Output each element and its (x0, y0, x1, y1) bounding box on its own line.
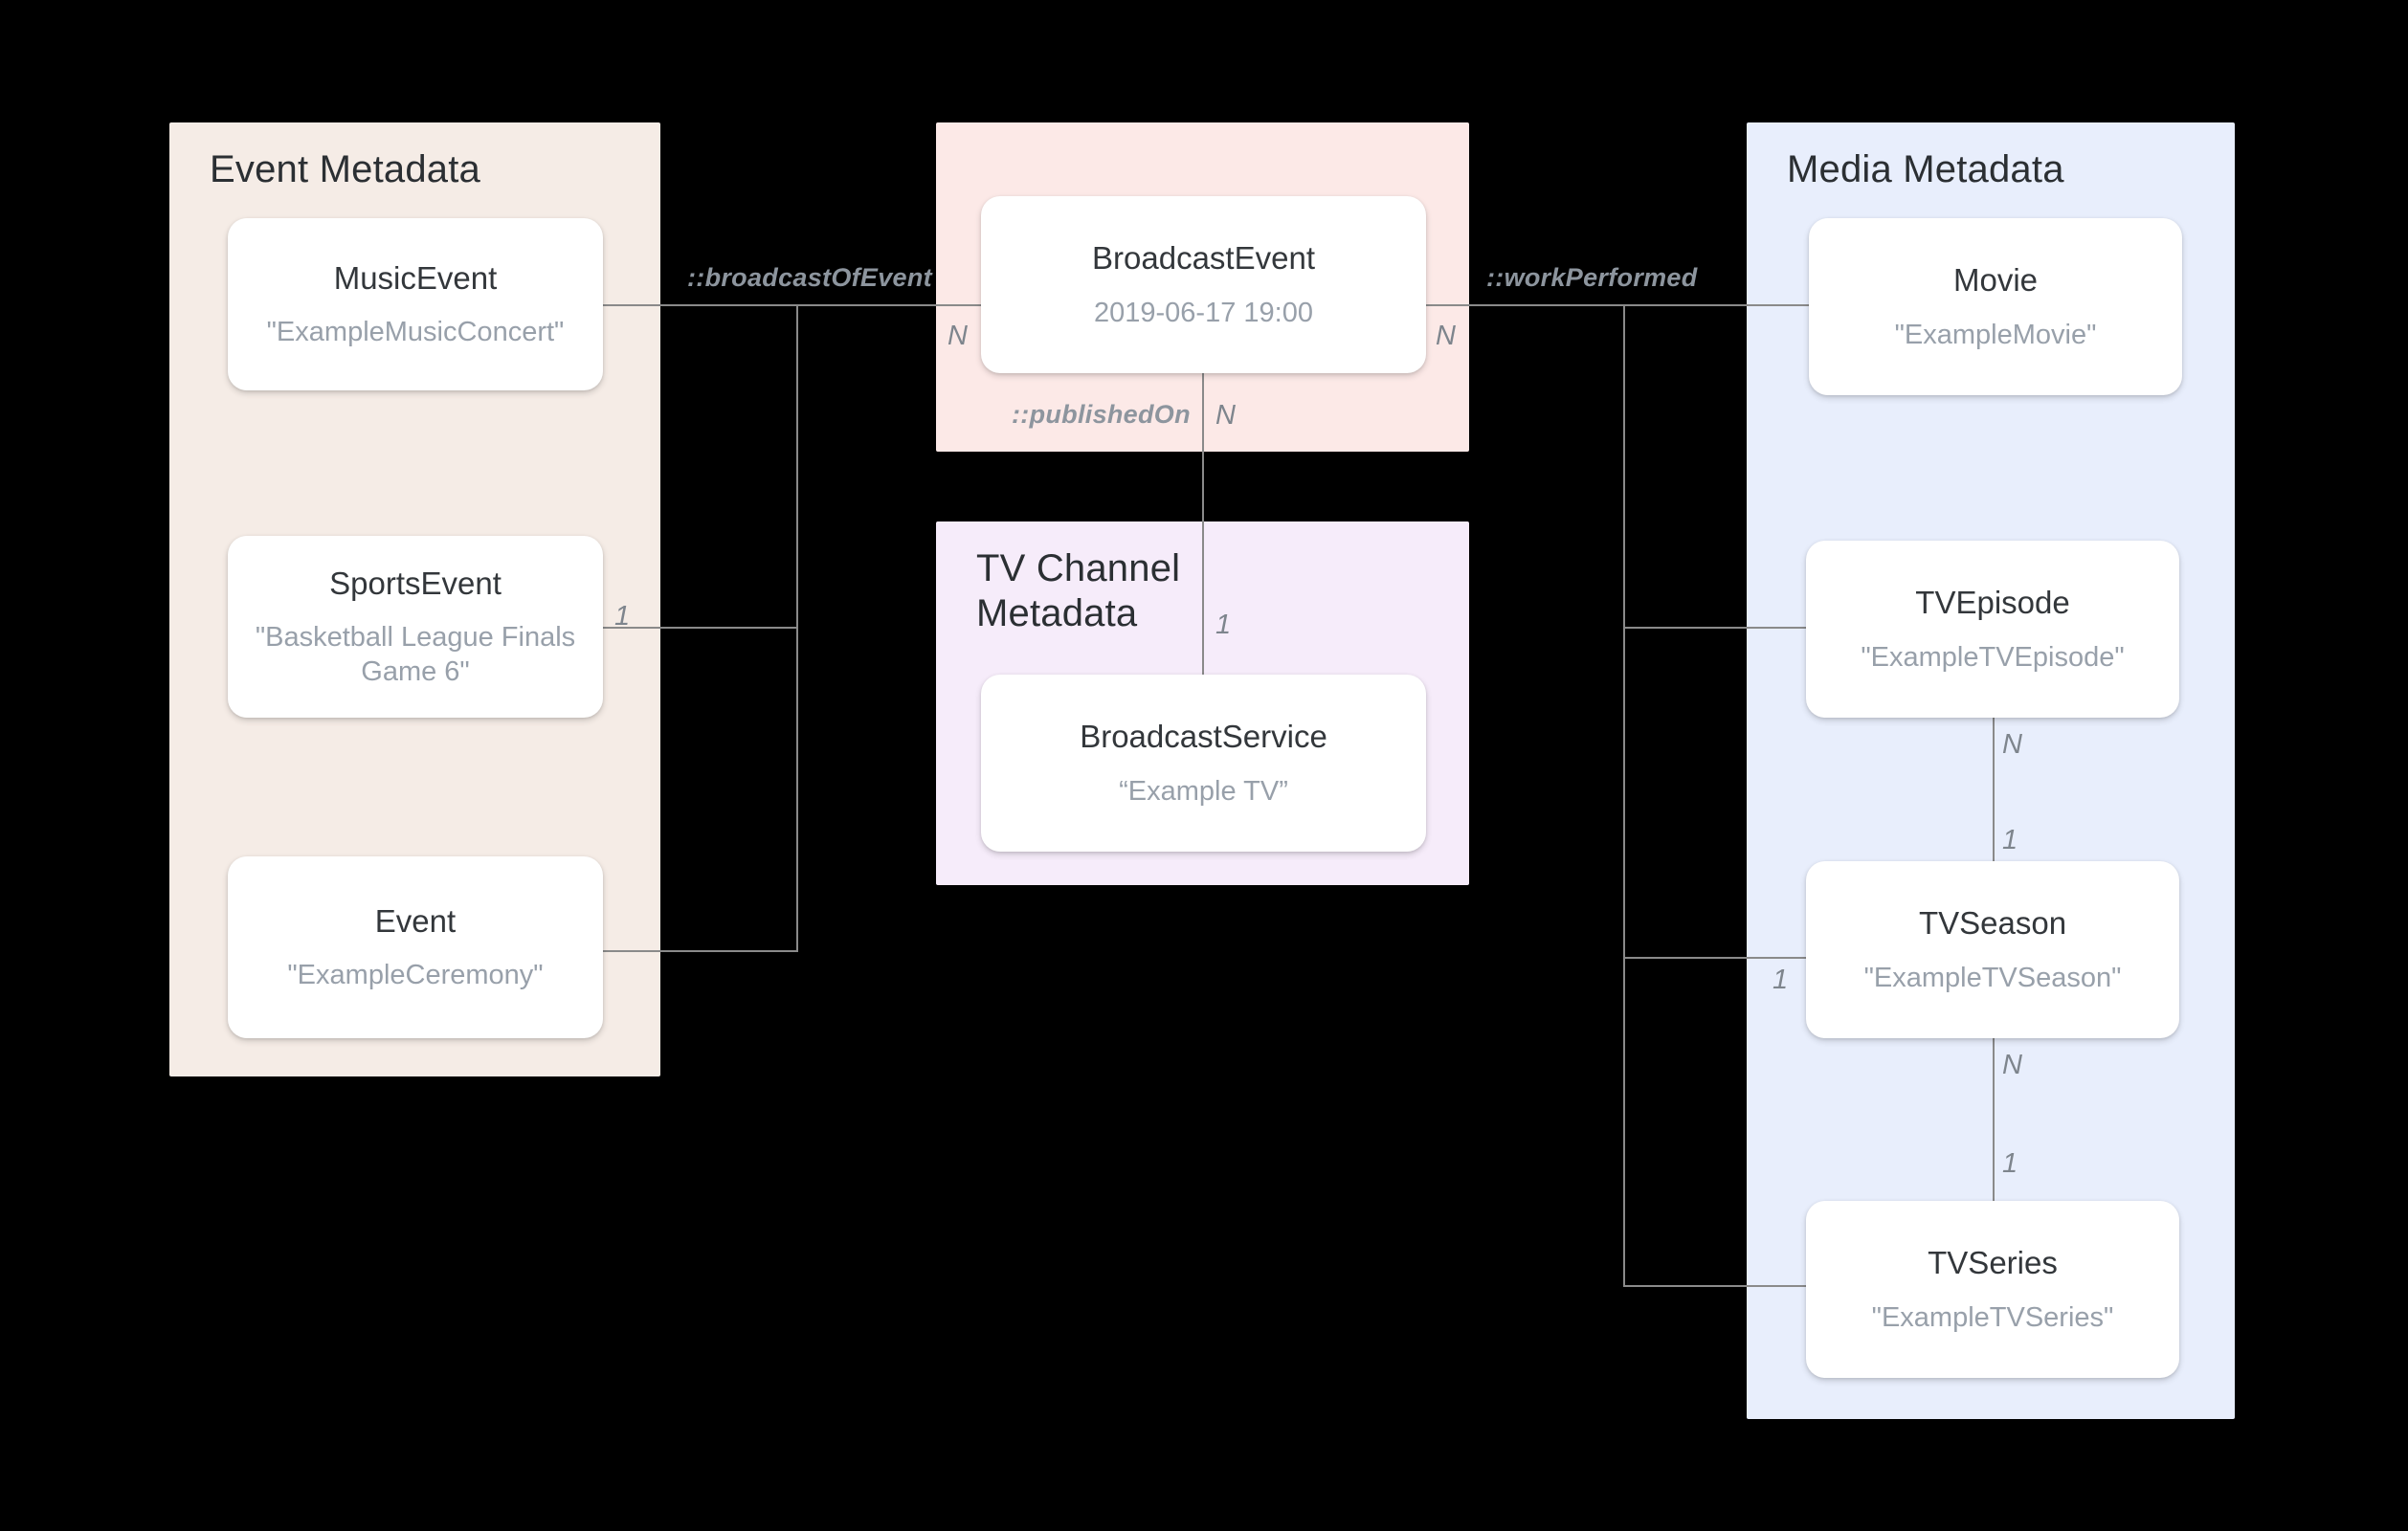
node-subtitle-movie: "ExampleMovie" (1894, 319, 2097, 350)
node-subtitle-broadcast-service: “Example TV” (1119, 775, 1288, 807)
group-title-tv-channel-metadata: TV Channel Metadata (976, 547, 1181, 635)
cardinality-broadcast-right-n: N (1436, 321, 1456, 351)
node-title-tv-episode: TVEpisode (1915, 585, 2070, 621)
node-event[interactable]: Event "ExampleCeremony" (228, 856, 603, 1038)
node-movie[interactable]: Movie "ExampleMovie" (1809, 218, 2182, 395)
node-subtitle-broadcast-event-node: 2019-06-17 19:00 (1094, 297, 1313, 328)
node-title-event: Event (374, 902, 457, 939)
node-sports-event[interactable]: SportsEvent "Basketball League Finals Gam… (228, 536, 603, 718)
group-title-event-metadata: Event Metadata (210, 148, 480, 190)
group-title-media-metadata: Media Metadata (1787, 148, 2064, 190)
cardinality-sports-event-one: 1 (614, 601, 631, 632)
node-title-tv-series: TVSeries (1928, 1245, 2058, 1281)
cardinality-tv-episode-n: N (2002, 729, 2022, 760)
edge-music-event-to-bus (603, 304, 798, 306)
relationship-label-work-performed: ::workPerformed (1486, 263, 1698, 292)
relationship-label-published-on: ::publishedOn (1012, 400, 1191, 429)
node-broadcast-service[interactable]: BroadcastService “Example TV” (981, 675, 1426, 852)
edge-left-bus-to-broadcast (796, 304, 981, 306)
node-title-broadcast-service: BroadcastService (1080, 719, 1327, 755)
cardinality-broadcast-service-one: 1 (1215, 610, 1232, 640)
node-title-tv-season: TVSeason (1918, 905, 2067, 942)
edge-right-bus-to-tv-series (1623, 1285, 1806, 1287)
node-tv-series[interactable]: TVSeries "ExampleTVSeries" (1806, 1201, 2179, 1378)
cardinality-tv-season-n: N (2002, 1050, 2022, 1080)
cardinality-tv-season-one-left: 1 (1773, 965, 1789, 995)
node-subtitle-sports-event: "Basketball League Finals Game 6" (255, 622, 576, 687)
cardinality-tv-season-one-top: 1 (2002, 825, 2018, 855)
cardinality-published-on-n: N (1215, 400, 1236, 431)
edge-sports-event-to-bus (603, 627, 798, 629)
node-title-sports-event: SportsEvent (329, 565, 502, 601)
edge-right-bus-vertical (1623, 304, 1625, 1287)
node-title-music-event: MusicEvent (333, 259, 498, 296)
edge-broadcast-to-service (1202, 373, 1204, 677)
node-subtitle-tv-episode: "ExampleTVEpisode" (1861, 641, 2125, 673)
node-subtitle-tv-series: "ExampleTVSeries" (1871, 1301, 2114, 1333)
edge-left-bus-vertical (796, 304, 798, 952)
relationship-label-broadcast-of-event: ::broadcastOfEvent (687, 263, 932, 292)
node-title-broadcast-event-node: BroadcastEvent (1092, 240, 1315, 277)
edge-broadcast-to-right-bus (1426, 304, 1809, 306)
node-tv-season[interactable]: TVSeason "ExampleTVSeason" (1806, 861, 2179, 1038)
edge-right-bus-to-tv-episode (1623, 627, 1806, 629)
cardinality-tv-series-one: 1 (2002, 1148, 2018, 1179)
edge-event-to-bus (603, 950, 798, 952)
node-broadcast-event-node[interactable]: BroadcastEvent 2019-06-17 19:00 (981, 196, 1426, 373)
edge-tv-episode-to-season (1993, 718, 1995, 863)
node-subtitle-tv-season: "ExampleTVSeason" (1863, 962, 2122, 993)
node-subtitle-music-event: "ExampleMusicConcert" (266, 317, 565, 348)
edge-right-bus-to-tv-season (1623, 957, 1806, 959)
node-title-movie: Movie (1952, 262, 2039, 299)
edge-tv-season-to-series (1993, 1038, 1995, 1203)
cardinality-broadcast-left-n: N (948, 321, 968, 351)
node-subtitle-event: "ExampleCeremony" (287, 960, 544, 991)
node-music-event[interactable]: MusicEvent "ExampleMusicConcert" (228, 218, 603, 390)
node-tv-episode[interactable]: TVEpisode "ExampleTVEpisode" (1806, 541, 2179, 718)
